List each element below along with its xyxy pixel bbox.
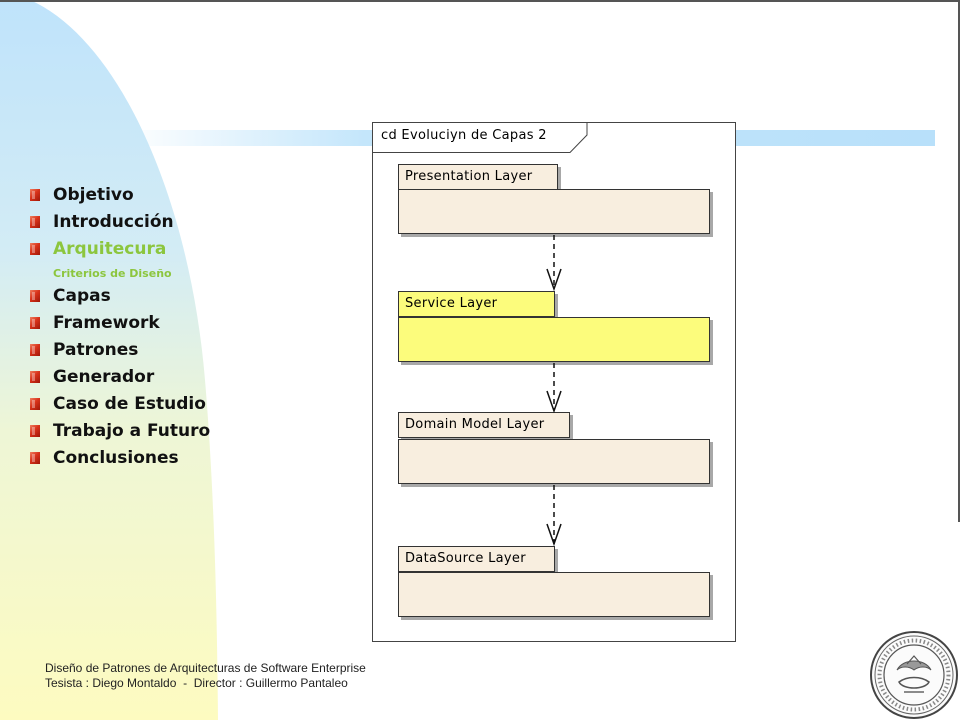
bullet-icon [30, 398, 40, 410]
bullet-icon [30, 290, 40, 302]
package-tab-datasource-layer[interactable]: DataSource Layer [398, 546, 555, 572]
menu-item-label: Capas [53, 286, 111, 306]
diagram-title: cd Evoluciyn de Capas 2 [381, 128, 547, 143]
bullet-icon [30, 243, 40, 255]
package-tab-domain-model-layer[interactable]: Domain Model Layer [398, 412, 570, 438]
package-body-domain-model-layer[interactable] [398, 439, 710, 484]
dependency-arrow-presentation-to-service [546, 235, 562, 292]
bullet-icon [30, 344, 40, 356]
dependency-arrows [546, 235, 562, 547]
frame-top-line [0, 0, 960, 2]
dependency-arrow-service-to-domain [546, 363, 562, 414]
menu-item-label: Objetivo [53, 185, 134, 205]
footer: Diseño de Patrones de Arquitecturas de S… [45, 661, 366, 691]
package-body-datasource-layer[interactable] [398, 572, 710, 617]
menu-item-label: Framework [53, 313, 160, 333]
package-body-service-layer[interactable] [398, 317, 710, 362]
bullet-icon [30, 189, 40, 201]
university-seal-icon [870, 631, 958, 719]
footer-title: Diseño de Patrones de Arquitecturas de S… [45, 661, 366, 675]
bullet-icon [30, 216, 40, 228]
bullet-icon [30, 371, 40, 383]
package-name: Presentation Layer [405, 169, 533, 184]
diagram-title-tab [373, 123, 588, 153]
menu-item-label: Patrones [53, 340, 139, 360]
package-tab-presentation-layer[interactable]: Presentation Layer [398, 164, 558, 190]
menu-subitem-label: Criterios de Diseño [53, 267, 172, 280]
package-name: Domain Model Layer [405, 417, 545, 432]
menu-item-label: Generador [53, 367, 155, 387]
dependency-arrow-domain-to-datasource [546, 485, 562, 547]
package-tab-service-layer[interactable]: Service Layer [398, 291, 555, 317]
footer-credits: Tesista : Diego Montaldo - Director : Gu… [45, 676, 348, 690]
bullet-icon [30, 317, 40, 329]
bullet-icon [30, 452, 40, 464]
bullet-icon [30, 425, 40, 437]
menu-item-label: Trabajo a Futuro [53, 421, 211, 441]
menu-item-label: Conclusiones [53, 448, 179, 468]
menu-item-label: Caso de Estudio [53, 394, 206, 414]
frame-right-line [958, 0, 960, 522]
class-diagram: cd Evoluciyn de Capas 2 Presentation Lay… [372, 122, 736, 642]
package-name: DataSource Layer [405, 551, 526, 566]
package-name: Service Layer [405, 296, 498, 311]
menu-item-label: Introducción [53, 212, 174, 232]
package-body-presentation-layer[interactable] [398, 189, 710, 234]
menu-item-label: Arquitecura [53, 239, 167, 259]
